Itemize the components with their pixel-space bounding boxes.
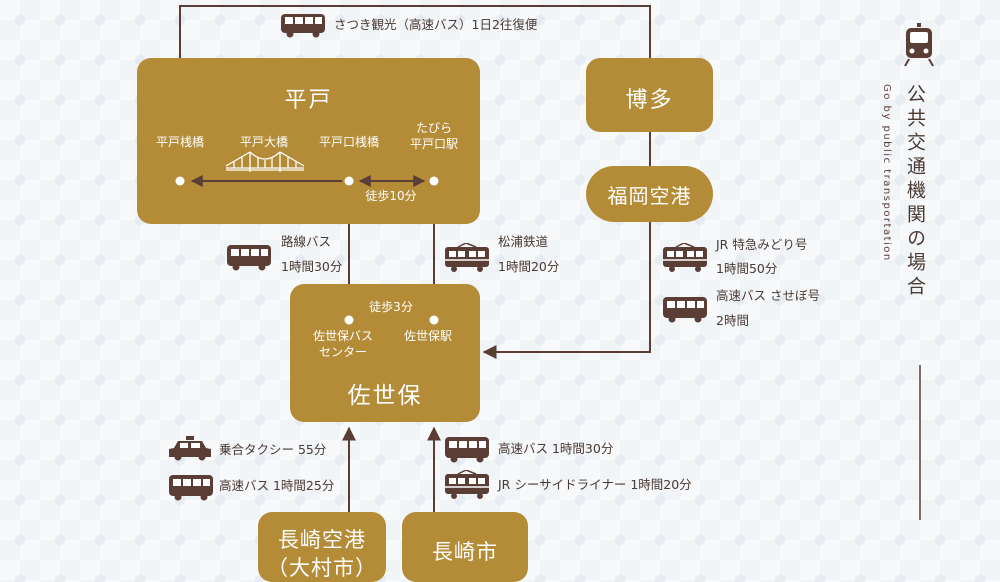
route-seaside-label: JR シーサイドライナー 1時間20分 bbox=[498, 477, 692, 492]
stop-hirado-guchi-sanbashi: 平戸口桟橋 bbox=[318, 135, 380, 149]
route-rosen-name: 路線バス bbox=[281, 234, 332, 249]
train-front-icon bbox=[903, 23, 935, 71]
hakata-box: 博多 bbox=[586, 58, 713, 132]
taxi-icon bbox=[168, 436, 212, 466]
bus-icon bbox=[168, 474, 214, 506]
route-jr-midori-name: JR 特急みどり号 bbox=[716, 237, 808, 252]
fukuoka-airport-title: 福岡空港 bbox=[607, 184, 692, 208]
nagasaki-city-box: 長崎市 bbox=[402, 512, 528, 582]
stop-tabira-line1: たびら bbox=[415, 121, 453, 135]
train-icon bbox=[662, 242, 708, 277]
stop-sasebo-station: 佐世保駅 bbox=[403, 329, 453, 343]
stop-sasebo-bus-center: 佐世保バス センター bbox=[313, 328, 373, 360]
route-jr-midori-time: 1時間50分 bbox=[716, 261, 778, 276]
nagasaki-airport-box: 長崎空港 （大村市） bbox=[258, 512, 386, 582]
sasebo-box: 佐世保 bbox=[290, 284, 480, 422]
route-airport-bus-label: 高速バス 1時間25分 bbox=[219, 478, 335, 493]
side-subtitle: Go by public transportation bbox=[881, 84, 892, 262]
route-saseboo-name: 高速バス させぼ号 bbox=[716, 288, 820, 303]
fukuoka-airport-box: 福岡空港 bbox=[586, 166, 713, 222]
dot-tabira bbox=[429, 176, 439, 186]
dot-hirado-sanbashi bbox=[175, 176, 185, 186]
route-rosen-time: 1時間30分 bbox=[281, 259, 343, 274]
bus-icon bbox=[226, 244, 272, 276]
side-title: 公共交通機関の場合 bbox=[904, 84, 926, 300]
dot-sasebo-station bbox=[429, 315, 439, 325]
sasebo-title: 佐世保 bbox=[347, 383, 423, 409]
hakata-title: 博多 bbox=[625, 88, 674, 113]
stop-bus-center-line2: センター bbox=[318, 345, 368, 359]
dot-hirado-guchi bbox=[344, 176, 354, 186]
stop-bus-center-line1: 佐世保バス bbox=[312, 329, 374, 343]
nagasaki-city-title: 長崎市 bbox=[432, 540, 498, 564]
dot-sasebo-bus-center bbox=[344, 315, 354, 325]
walk-sasebo: 徒歩3分 bbox=[369, 300, 413, 314]
route-nagasaki-bus-label: 高速バス 1時間30分 bbox=[498, 441, 614, 456]
train-icon bbox=[444, 469, 490, 504]
bus-icon bbox=[444, 436, 490, 468]
bridge-icon bbox=[225, 150, 305, 180]
line-fukuoka-sasebo bbox=[482, 222, 651, 359]
walk-hirado: 徒歩10分 bbox=[365, 189, 417, 203]
hirado-title: 平戸 bbox=[284, 88, 333, 113]
top-route-label: さつき観光（高速バス）1日2往復便 bbox=[334, 17, 538, 32]
route-matsuura-time: 1時間20分 bbox=[498, 259, 560, 274]
bus-icon bbox=[280, 13, 326, 43]
stop-hirado-sanbashi: 平戸桟橋 bbox=[155, 135, 205, 149]
nagasaki-airport-title: 長崎空港 bbox=[278, 528, 366, 552]
stop-hirado-bridge: 平戸大橋 bbox=[239, 135, 289, 149]
train-icon bbox=[444, 242, 490, 277]
nagasaki-airport-sub: （大村市） bbox=[267, 556, 377, 580]
route-taxi-label: 乗合タクシー 55分 bbox=[219, 442, 327, 457]
stop-tabira-line2: 平戸口駅 bbox=[409, 137, 459, 151]
hirado-box: 平戸 bbox=[137, 58, 480, 224]
route-matsuura-name: 松浦鉄道 bbox=[498, 234, 549, 249]
stop-tabira: たびら 平戸口駅 bbox=[410, 120, 458, 152]
route-saseboo-time: 2時間 bbox=[716, 313, 749, 328]
bus-icon bbox=[662, 296, 708, 328]
